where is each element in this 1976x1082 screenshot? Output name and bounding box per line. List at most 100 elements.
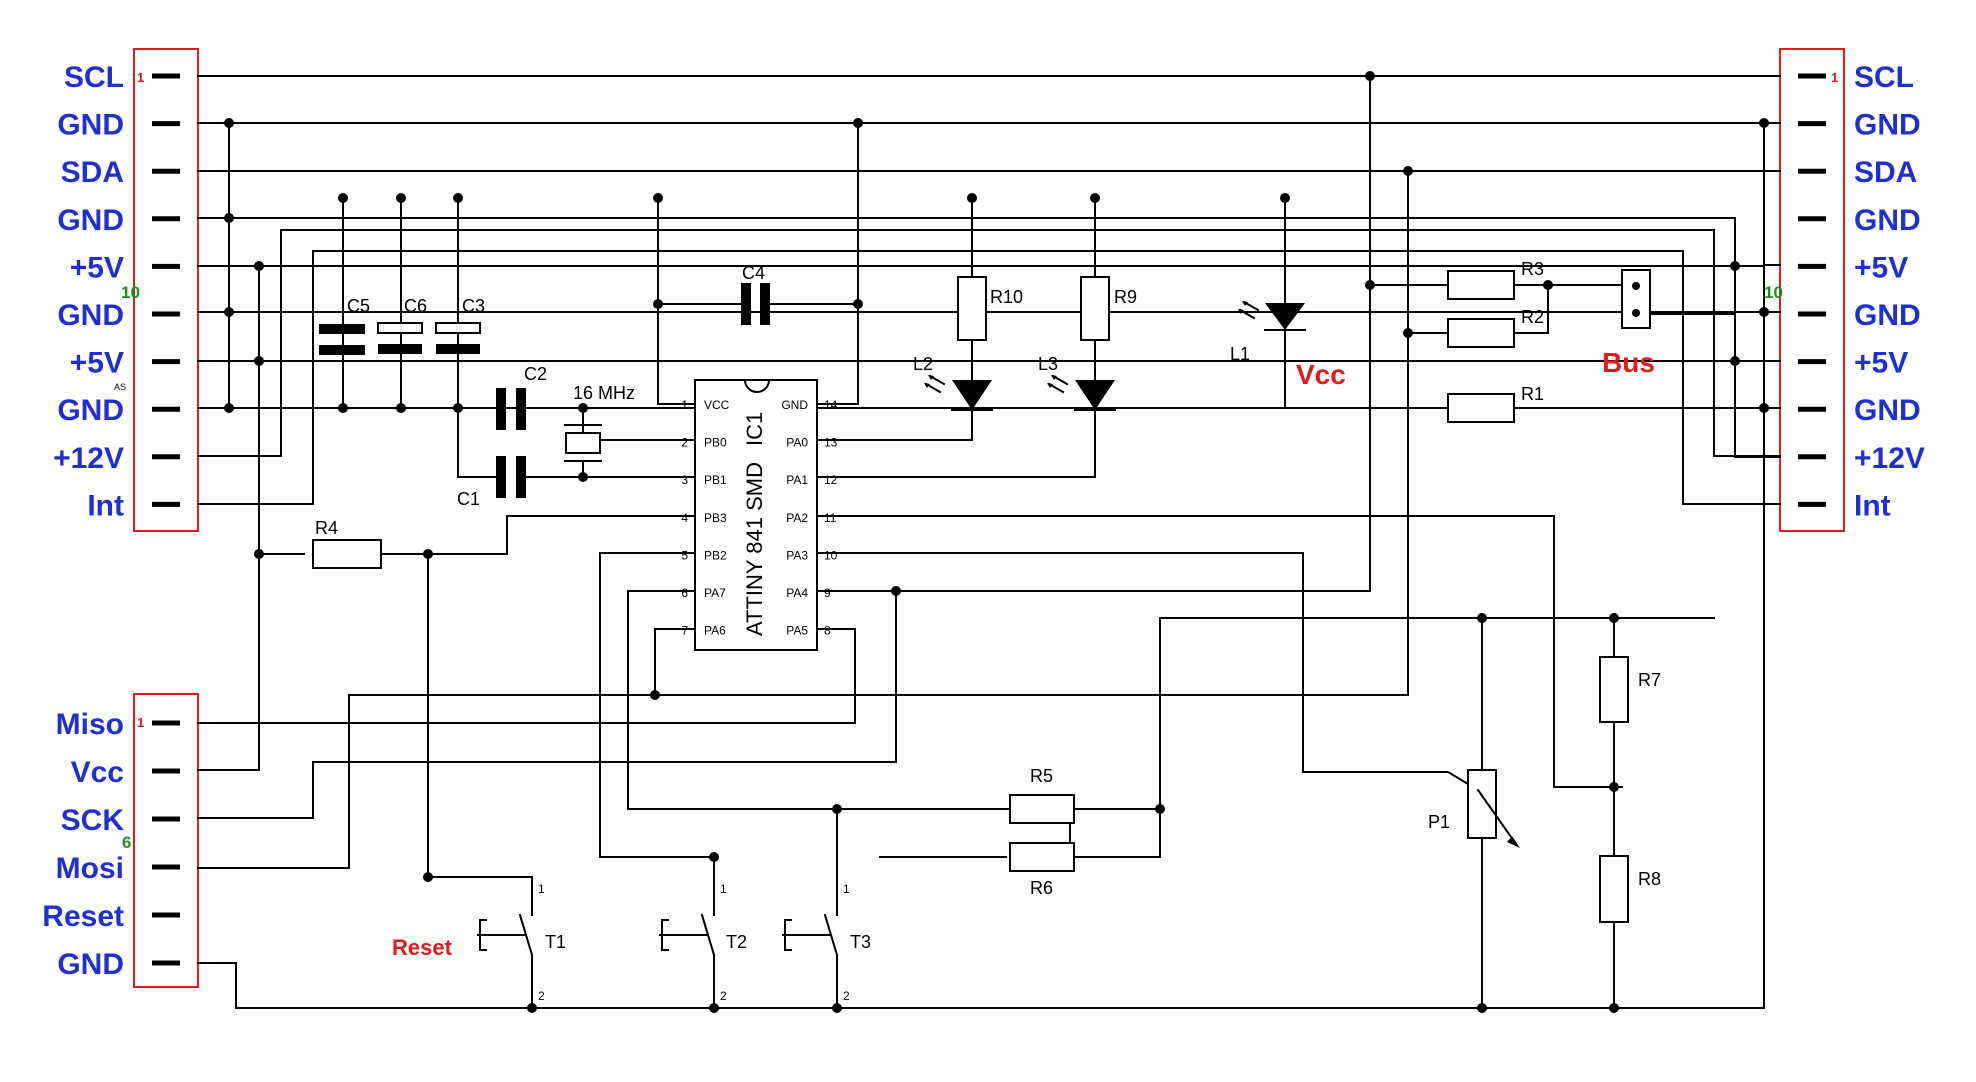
isp-connector-pin1-number: 1 <box>137 715 144 730</box>
left-connector-frame <box>133 48 199 532</box>
resistor-r2 <box>1447 318 1515 348</box>
right-connector-pin1-number: 1 <box>1831 70 1838 85</box>
capacitor-c2 <box>496 388 526 430</box>
left-connector-pin10-number: 10 <box>121 283 140 302</box>
ic1-pin-number-7: 7 <box>681 624 688 638</box>
ic1-pin-number-9: 9 <box>824 586 831 600</box>
connector_right-pin-label-9: +12V <box>1854 442 1925 475</box>
connector_left-pin-label-3: SDA <box>61 156 124 189</box>
ic1-pin-name-pb2: PB2 <box>704 548 727 562</box>
capacitor-c1 <box>496 456 526 498</box>
label-t3-pin1: 1 <box>843 882 850 896</box>
capacitor-c4 <box>741 283 770 325</box>
ic1-pin-name-pa1: PA1 <box>786 473 808 487</box>
pushbutton-t1[interactable] <box>477 894 534 981</box>
ic1-pin-name-pa3: PA3 <box>786 548 808 562</box>
ic1-pin-number-12: 12 <box>824 473 838 487</box>
ic1-pin-number-4: 4 <box>681 511 688 525</box>
label-c5: C5 <box>347 296 370 316</box>
label-r5: R5 <box>1030 766 1053 786</box>
connector_right-pin-label-7: +5V <box>1854 347 1908 380</box>
label-crystal: 16 MHz <box>573 383 635 403</box>
label-r9: R9 <box>1114 287 1137 307</box>
ic1-pin-name-pa2: PA2 <box>786 511 808 525</box>
right-connector-pin10-number: 10 <box>1764 283 1783 302</box>
ic1-pin-number-10: 10 <box>824 548 838 562</box>
label-t1-pin1: 1 <box>538 882 545 896</box>
resistor-r3 <box>1447 270 1515 300</box>
connector_left-pin-label-6: GND <box>57 299 124 332</box>
label-l2: L2 <box>913 354 933 374</box>
resistor-r5 <box>1009 794 1075 824</box>
label-r6: R6 <box>1030 878 1053 898</box>
label-c1: C1 <box>457 489 480 509</box>
bus-jumper[interactable] <box>1621 269 1651 329</box>
ic1-pin-name-pb3: PB3 <box>704 511 727 525</box>
resistor-r7 <box>1599 656 1629 723</box>
label-t3-pin2: 2 <box>843 989 850 1003</box>
connector_right-pin-label-1: SCL <box>1854 61 1914 94</box>
ic1-pin-number-5: 5 <box>681 548 688 562</box>
label-r1: R1 <box>1521 384 1544 404</box>
resistor-r4 <box>312 539 382 569</box>
label-c4: C4 <box>742 263 765 283</box>
connector_isp-pin-label-5: Reset <box>42 900 124 933</box>
component-labels: C5 C6 C3 C4 C2 C1 16 MHz R10 R9 L2 L3 L1… <box>315 259 1661 1003</box>
label-r2: R2 <box>1521 307 1544 327</box>
connector_right-pin-label-5: +5V <box>1854 251 1908 284</box>
ic1-pin-number-3: 3 <box>681 473 688 487</box>
ic1-pin-number-1: 1 <box>681 398 688 412</box>
isp-connector-pin6-number: 6 <box>122 833 131 852</box>
ic1-pin-number-14: 14 <box>824 398 838 412</box>
resistor-r8 <box>1599 855 1629 923</box>
resistor-r1 <box>1447 393 1515 423</box>
connector_left-pin-label-7: +5V <box>70 347 124 380</box>
highlight-vcc: Vcc <box>1296 359 1346 390</box>
right-connector-frame <box>1779 48 1845 532</box>
connector_left-pin-label-10: Int <box>87 489 124 522</box>
connector_right-pin-label-8: GND <box>1854 394 1921 427</box>
connector_left-pin-label-8: GND <box>57 394 124 427</box>
label-l1: L1 <box>1230 344 1250 364</box>
junction-dots <box>224 71 1769 1013</box>
highlight-reset: Reset <box>392 935 453 960</box>
label-c3: C3 <box>462 296 485 316</box>
ic1-reference: IC1 <box>742 412 767 446</box>
ic1-pin-name-pb0: PB0 <box>704 436 727 450</box>
connector_left-pin-label-4: GND <box>57 204 124 237</box>
ic1-pin-name-gnd: GND <box>781 398 808 412</box>
capacitor-c5 <box>319 324 365 355</box>
left-connector-as-mark: AS <box>114 382 126 392</box>
pushbutton-t3[interactable] <box>782 879 839 981</box>
label-c6: C6 <box>404 296 427 316</box>
highlight-bus: Bus <box>1602 347 1655 378</box>
connector_left-pin-label-1: SCL <box>64 61 124 94</box>
connector_isp-pin-label-2: Vcc <box>71 756 124 789</box>
label-r7: R7 <box>1638 670 1661 690</box>
potentiometer-p1[interactable] <box>1467 769 1520 848</box>
pushbutton-t2[interactable] <box>659 879 716 981</box>
label-t3: T3 <box>850 932 871 952</box>
ic1-pin-name-vcc: VCC <box>704 398 730 412</box>
capacitor-c3 <box>435 322 481 354</box>
connector_left-pin-label-5: +5V <box>70 251 124 284</box>
label-c2: C2 <box>524 364 547 384</box>
connector_isp-pin-label-3: SCK <box>61 804 125 837</box>
label-r10: R10 <box>990 287 1023 307</box>
resistor-r10 <box>957 276 987 341</box>
connector_left-pin-label-2: GND <box>57 109 124 142</box>
led-l3 <box>1047 374 1116 411</box>
resistor-r6 <box>1009 842 1075 872</box>
wires <box>197 75 1781 1009</box>
connector_right-pin-label-3: SDA <box>1854 156 1917 189</box>
label-t1-pin2: 2 <box>538 989 545 1003</box>
connector_isp-pin-label-4: Mosi <box>56 852 124 885</box>
connector_right-pin-label-10: Int <box>1854 489 1891 522</box>
label-r3: R3 <box>1521 259 1544 279</box>
ic1-pin-name-pa7: PA7 <box>704 586 726 600</box>
